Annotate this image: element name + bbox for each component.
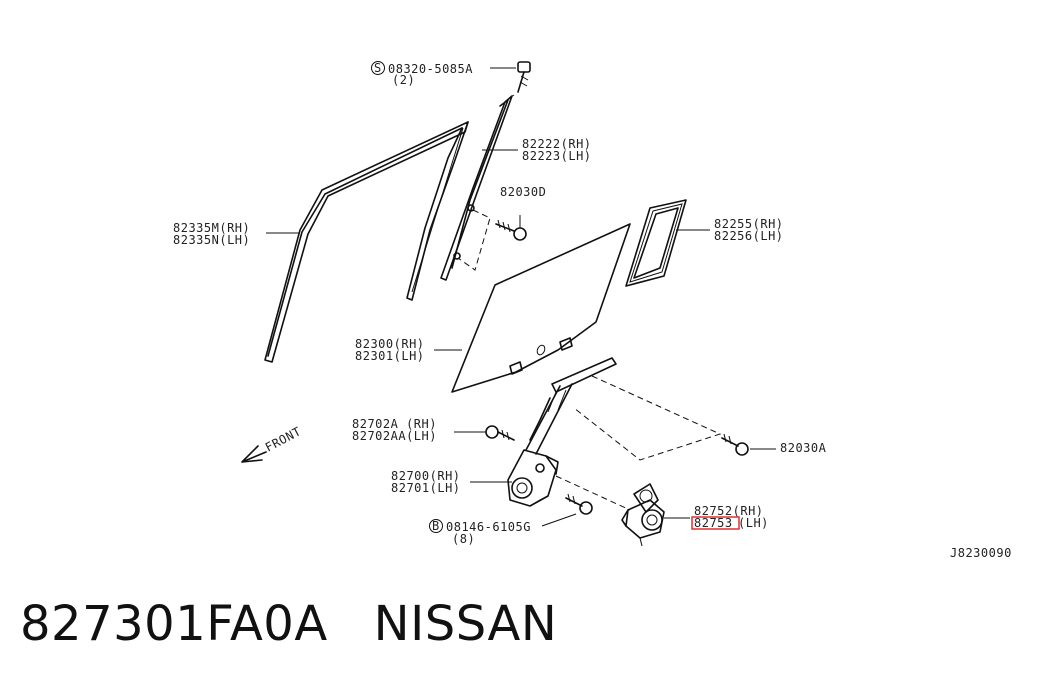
label-screw-code: 08320-5085A — [388, 62, 473, 76]
regulator-callout: 82700(RH) 82701(LH) — [391, 469, 512, 495]
brand-name: NISSAN — [373, 596, 558, 652]
bolt-glass-callout: 82030A — [750, 441, 827, 455]
label-vent-glass-lh: 82256(LH) — [714, 229, 784, 243]
bolt-symbol: B — [432, 519, 440, 533]
screw-callout: S 08320-5085A (2) — [371, 61, 516, 87]
motor-callout: 82752(RH) 82753 (LH) — [664, 504, 769, 530]
label-vent-glass-rh: 82255(RH) — [714, 217, 784, 231]
label-bolt-regulator-rh: 82702A (RH) — [352, 417, 437, 431]
bolt-motor-part — [565, 493, 593, 515]
door-glass-part — [451, 223, 631, 393]
caption: 827301FA0A NISSAN — [20, 596, 557, 652]
weatherstrip-callout: 82335M(RH) 82335N(LH) — [173, 221, 300, 247]
vent-glass-part — [625, 199, 687, 287]
screw-part — [517, 61, 531, 93]
label-bolt-glass: 82030A — [780, 441, 827, 455]
bolt-channel-part — [495, 215, 527, 241]
label-glass-lh: 82301(LH) — [355, 349, 425, 363]
glass-callout: 82300(RH) 82301(LH) — [355, 337, 462, 363]
regulator-body-part — [507, 449, 631, 511]
label-regulator-rh: 82700(RH) — [391, 469, 461, 483]
label-motor-lh-side: (LH) — [738, 516, 769, 530]
label-bolt-channel: 82030D — [500, 185, 546, 199]
bolt-motor-callout: B 08146-6105G (8) — [429, 513, 577, 546]
label-weatherstrip-lh: 82335N(LH) — [173, 233, 250, 247]
channel-callout: 82222(RH) 82223(LH) — [482, 137, 592, 163]
label-channel-rh: 82222(RH) — [522, 137, 592, 151]
label-channel-lh: 82223(LH) — [522, 149, 592, 163]
weatherstrip-part — [264, 121, 469, 363]
label-bolt-motor-qty: (8) — [452, 532, 475, 546]
screw-symbol: S — [374, 61, 382, 75]
bolt-regulator-callout: 82702A (RH) 82702AA(LH) — [352, 417, 486, 443]
front-arrow-label: FRONT — [263, 424, 304, 454]
label-bolt-motor-code: 08146-6105G — [446, 520, 531, 534]
label-bolt-regulator-lh: 82702AA(LH) — [352, 429, 437, 443]
label-regulator-lh: 82701(LH) — [391, 481, 461, 495]
part-number: 827301FA0A — [20, 596, 328, 652]
bolt-glass-part — [721, 433, 749, 456]
diagram-id: J8230090 — [950, 546, 1012, 560]
bolt-regulator-part — [485, 425, 515, 441]
label-weatherstrip-rh: 82335M(RH) — [173, 221, 250, 235]
highlight-box — [691, 516, 740, 530]
label-motor-lh-code: 82753 — [694, 516, 733, 530]
regulator-rail-part — [525, 357, 722, 461]
vent-glass-callout: 82255(RH) 82256(LH) — [676, 217, 784, 243]
label-screw-qty: (2) — [392, 73, 415, 87]
label-motor-rh: 82752(RH) — [694, 504, 764, 518]
front-arrow: FRONT — [241, 424, 304, 463]
label-glass-rh: 82300(RH) — [355, 337, 425, 351]
motor-part — [621, 483, 665, 547]
